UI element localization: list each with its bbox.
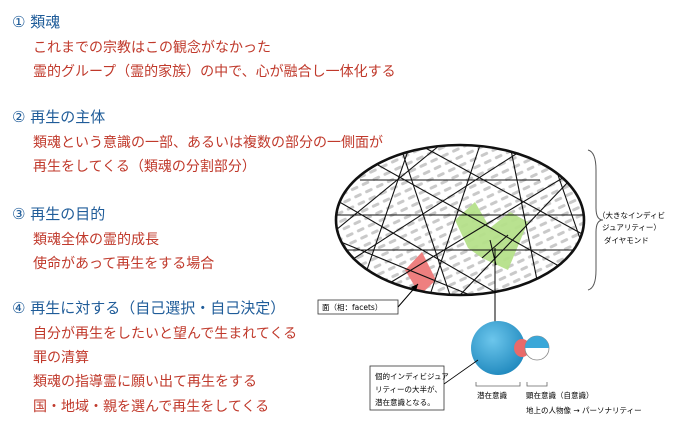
diamond-diagram: （大きなインディビ ジュアリティー） ダイヤモンド 面（相：facets） 潜在… bbox=[317, 143, 665, 415]
section-4-line-2: 罪の清算 bbox=[33, 350, 89, 366]
green-facet bbox=[455, 202, 528, 270]
section-4-line-1: 自分が再生をしたいと望んで生まれてくる bbox=[33, 326, 298, 342]
section-4-title: ④ 再生に対する（自己選択・自己決定） bbox=[12, 299, 286, 317]
callout-line-3: 潜在意識となる。 bbox=[375, 397, 435, 407]
section-2-title: ② 再生の主体 bbox=[12, 108, 106, 126]
brace-label-1: （大きなインディビ bbox=[598, 210, 665, 220]
section-3-line-2: 使命があって再生をする場合 bbox=[33, 256, 215, 272]
right-brace bbox=[587, 149, 604, 291]
conscious-bracket bbox=[526, 382, 548, 387]
red-facet bbox=[405, 252, 436, 295]
subconscious-label: 潜在意識 bbox=[477, 390, 507, 400]
subconscious-bracket bbox=[475, 382, 521, 387]
facet-label: 面（相：facets） bbox=[322, 302, 382, 312]
section-4-line-4: 国・地域・親を選んで再生をしてくる bbox=[33, 399, 270, 415]
section-3-line-1: 類魂全体の霊的成長 bbox=[33, 232, 159, 248]
brace-label-3: ダイヤモンド bbox=[604, 235, 649, 245]
section-2-line-1: 類魂という意識の一部、あるいは複数の部分の一側面が bbox=[33, 135, 383, 151]
section-2-line-2: 再生をしてくる（類魂の分割部分） bbox=[33, 159, 256, 175]
subconscious-sphere bbox=[471, 321, 525, 375]
conscious-sphere bbox=[524, 335, 550, 361]
section-3-title: ③ 再生の目的 bbox=[12, 205, 106, 223]
callout-line-2: リティーの大半が、 bbox=[375, 384, 442, 394]
conscious-label: 顕在意識（自意識） bbox=[526, 390, 594, 400]
section-4-line-3: 類魂の指導霊に願い出て再生をする bbox=[33, 374, 257, 390]
section-1-title: ① 類魂 bbox=[12, 13, 61, 31]
section-1-line-1: これまでの宗教はこの観念がなかった bbox=[33, 40, 271, 56]
brace-label-2: ジュアリティー） bbox=[602, 223, 661, 232]
section-1-line-2: 霊的グループ（霊的家族）の中で、心が融合し一体化する bbox=[33, 64, 396, 80]
callout-line-1: 個的インディビジュア bbox=[375, 371, 449, 381]
facet-lines bbox=[336, 145, 584, 295]
personality-label: 地上の人物像 → パーソナリティー bbox=[526, 405, 642, 415]
callout-box bbox=[369, 365, 445, 411]
